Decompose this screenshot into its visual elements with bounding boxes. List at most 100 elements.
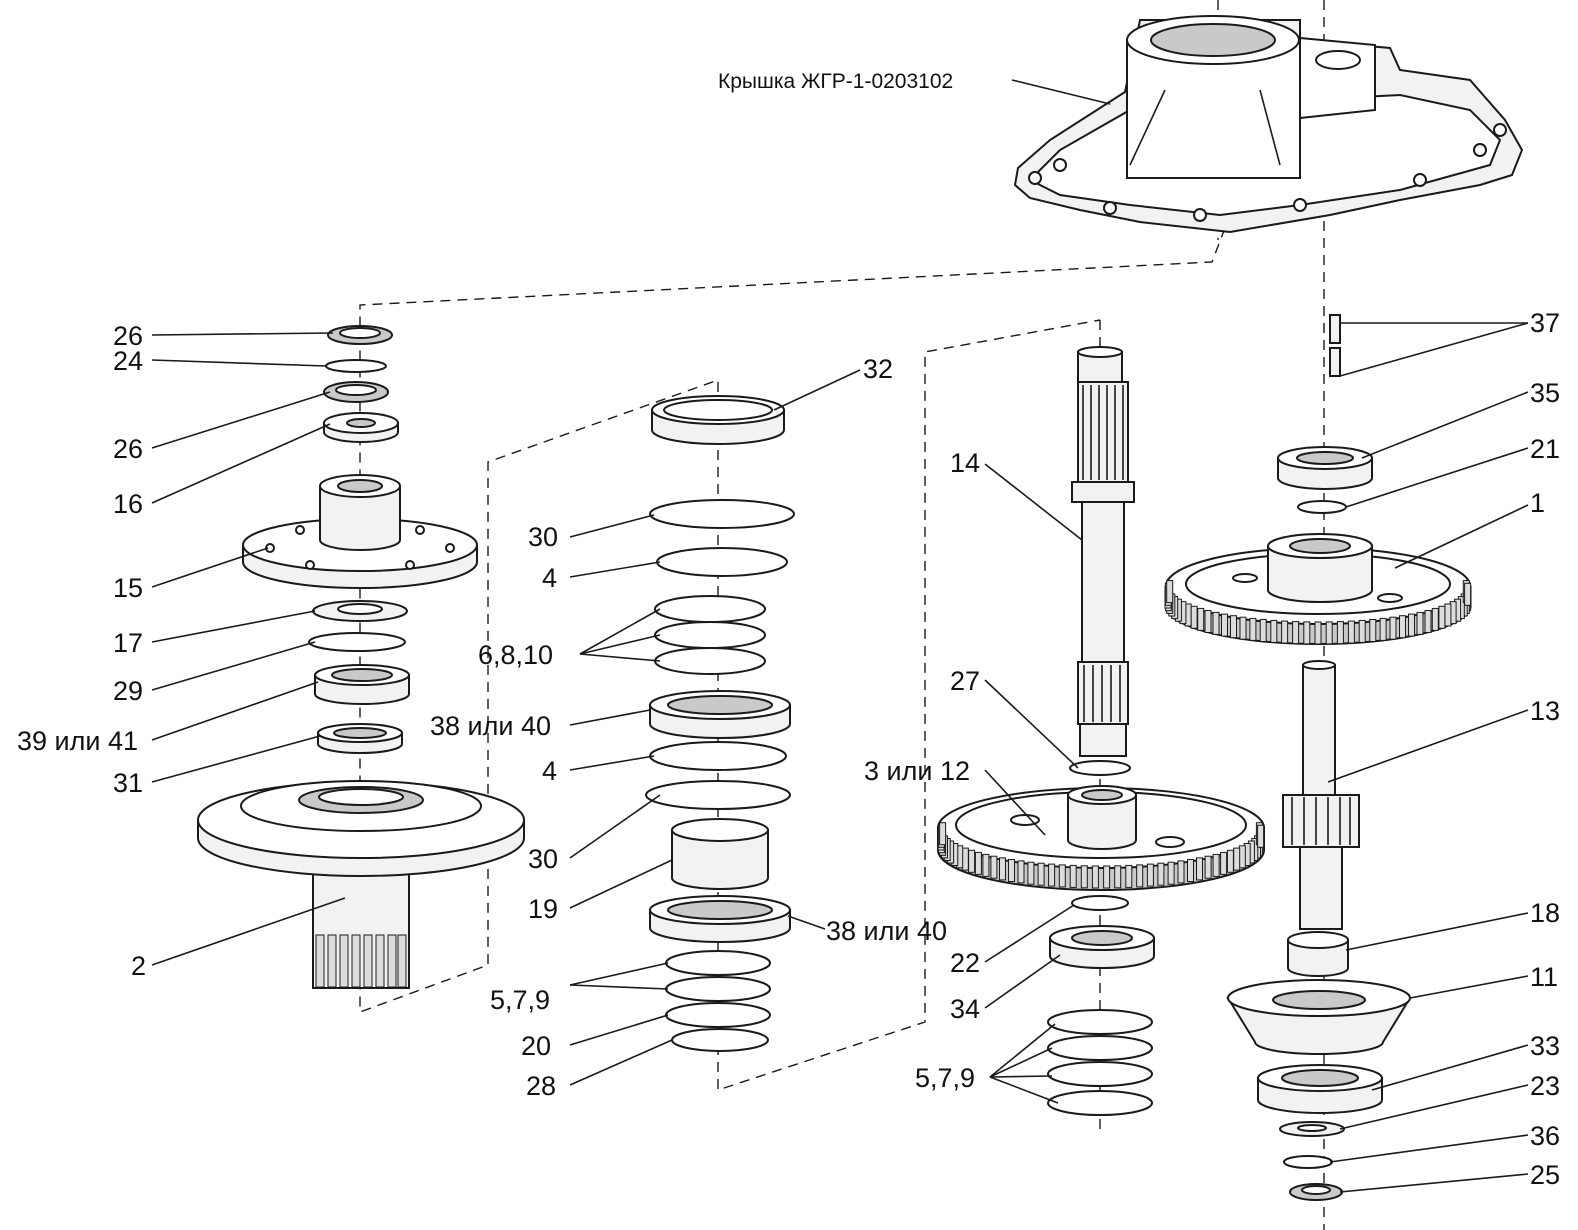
gear-tooth bbox=[1292, 621, 1300, 645]
splines-item-14-bottom bbox=[1083, 665, 1121, 722]
gear-tooth bbox=[1166, 580, 1174, 604]
callout-27: 27 bbox=[950, 666, 980, 696]
gear-tooth bbox=[1399, 615, 1406, 639]
gear-tooth bbox=[1196, 857, 1203, 881]
callout-38-or-40-lower: 38 или 40 bbox=[826, 916, 947, 946]
callout-14: 14 bbox=[950, 448, 980, 478]
callout-36: 36 bbox=[1530, 1121, 1560, 1151]
pinion-teeth-item-13 bbox=[1291, 797, 1351, 845]
middle-stack-parts bbox=[645, 395, 795, 1052]
leader-lines bbox=[151, 322, 1529, 1193]
gear-tooth bbox=[1314, 621, 1322, 645]
callout-38-or-40-top: 38 или 40 bbox=[430, 711, 551, 741]
gear-tooth bbox=[1157, 862, 1165, 886]
callout-23: 23 bbox=[1530, 1071, 1560, 1101]
callout-4-lower: 4 bbox=[542, 756, 557, 786]
gear-tooth bbox=[1204, 855, 1212, 879]
gear-tooth bbox=[1259, 619, 1267, 642]
callout-20: 20 bbox=[521, 1031, 551, 1061]
gear-tooth bbox=[1257, 824, 1265, 848]
gear-tooth bbox=[1017, 860, 1025, 884]
gear-tooth bbox=[1212, 611, 1220, 635]
callout-11: 11 bbox=[1530, 962, 1558, 992]
callout-4-top: 4 bbox=[542, 563, 557, 593]
callout-25: 25 bbox=[1530, 1160, 1560, 1190]
callout-35: 35 bbox=[1530, 378, 1560, 408]
callout-5-7-9-middle: 5,7,9 bbox=[490, 985, 550, 1015]
gear-tooth bbox=[1212, 853, 1220, 877]
gear-tooth bbox=[1239, 616, 1247, 640]
gear-tooth bbox=[1027, 861, 1035, 885]
shaft-14-assembly bbox=[937, 346, 1265, 1116]
gear-tooth bbox=[1230, 615, 1237, 639]
gear-tooth bbox=[1325, 621, 1333, 645]
callout-29: 29 bbox=[113, 676, 143, 706]
callout-31: 31 bbox=[113, 768, 143, 798]
cover-label: Крышка ЖГР-1-0203102 bbox=[718, 70, 953, 93]
gear-tooth bbox=[1270, 619, 1278, 643]
callout-5-7-9-right: 5,7,9 bbox=[915, 1063, 975, 1093]
gear-tooth bbox=[1190, 605, 1198, 629]
gear-tooth bbox=[1438, 605, 1446, 629]
callout-34: 34 bbox=[950, 994, 980, 1024]
gear-tooth bbox=[1204, 610, 1212, 633]
gear-tooth bbox=[1303, 621, 1311, 645]
gear-tooth bbox=[1136, 864, 1144, 888]
callout-3-or-12: 3 или 12 bbox=[864, 756, 970, 786]
gear-tooth bbox=[982, 853, 990, 877]
callout-24: 24 bbox=[113, 346, 143, 376]
gear-tooth bbox=[1431, 607, 1439, 631]
callout-28: 28 bbox=[526, 1071, 556, 1101]
callout-22: 22 bbox=[950, 948, 980, 978]
gear-tooth bbox=[1048, 863, 1056, 887]
gear-tooth bbox=[1220, 851, 1228, 875]
gear-tooth bbox=[968, 849, 976, 873]
gear-tooth bbox=[1238, 845, 1246, 869]
gear-tooth bbox=[1069, 864, 1077, 888]
gear-tooth bbox=[1281, 620, 1289, 644]
callout-30-lower: 30 bbox=[528, 844, 558, 874]
splines-item-2 bbox=[315, 934, 407, 988]
gear-tooth bbox=[1221, 613, 1228, 637]
callout-15: 15 bbox=[113, 573, 143, 603]
gear-tooth bbox=[1408, 613, 1415, 637]
callout-18: 18 bbox=[1530, 898, 1560, 928]
callout-39-or-41: 39 или 41 bbox=[17, 726, 138, 756]
left-stack-parts bbox=[197, 325, 525, 989]
callout-17: 17 bbox=[113, 628, 143, 658]
gear-tooth bbox=[974, 851, 982, 875]
callout-19: 19 bbox=[528, 894, 558, 924]
callout-16: 16 bbox=[113, 489, 143, 519]
callout-26-top: 26 bbox=[113, 321, 143, 351]
gear-tooth bbox=[1008, 859, 1015, 882]
callout-6-8-10: 6,8,10 bbox=[478, 640, 553, 670]
callout-32: 32 bbox=[863, 354, 893, 384]
gear-tooth bbox=[1464, 582, 1472, 606]
gear-tooth bbox=[1336, 621, 1344, 645]
gear-tooth bbox=[1379, 617, 1387, 641]
splines-item-14-top bbox=[1082, 385, 1124, 480]
gear-tooth bbox=[1358, 619, 1366, 643]
gear-tooth bbox=[1103, 865, 1111, 889]
gear-tooth bbox=[1233, 847, 1241, 871]
gear-tooth bbox=[999, 857, 1006, 881]
callout-labels: 26 24 26 16 15 17 29 39 или 41 31 2 32 3… bbox=[17, 308, 1560, 1190]
gear-tooth bbox=[939, 822, 947, 846]
gear-tooth bbox=[1177, 860, 1185, 884]
gear-tooth bbox=[1091, 865, 1099, 889]
gear-teeth-item-3-or-12 bbox=[937, 822, 1265, 889]
gear-teeth-item-1 bbox=[1164, 580, 1472, 645]
gear-tooth bbox=[1369, 619, 1377, 642]
callout-26-lower: 26 bbox=[113, 434, 143, 464]
callout-37: 37 bbox=[1530, 308, 1560, 338]
gear-tooth bbox=[1167, 861, 1175, 885]
gear-tooth bbox=[1125, 864, 1133, 888]
gear-tooth bbox=[1226, 849, 1234, 873]
gear-tooth bbox=[1249, 617, 1257, 641]
gear-tooth bbox=[1389, 616, 1397, 640]
gear-tooth bbox=[1197, 607, 1205, 631]
callout-30-top: 30 bbox=[528, 522, 558, 552]
callout-13: 13 bbox=[1530, 696, 1560, 726]
callout-1: 1 bbox=[1530, 488, 1545, 518]
